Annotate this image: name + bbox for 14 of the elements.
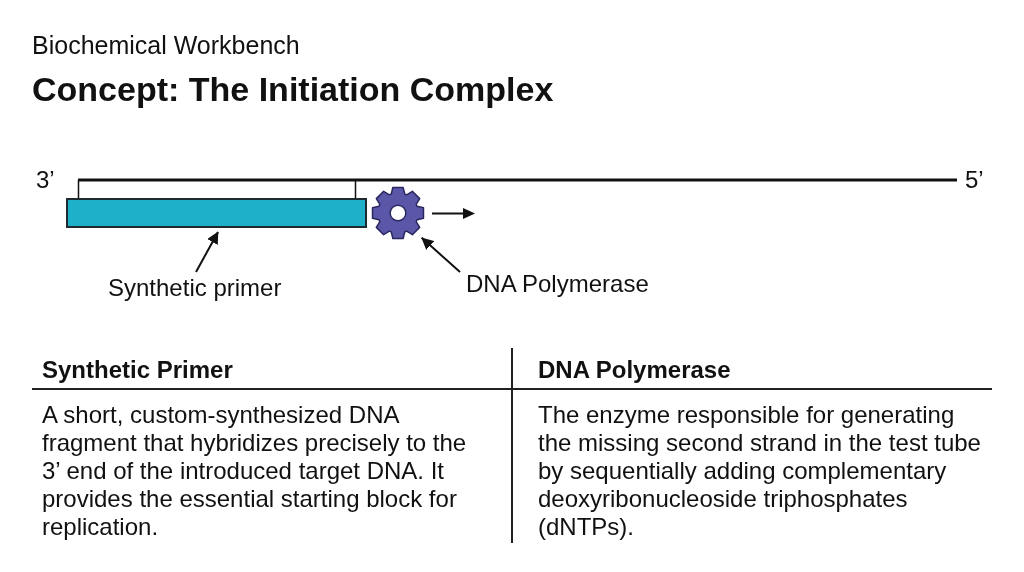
column-heading: DNA Polymerase bbox=[538, 356, 731, 384]
primer-bar bbox=[66, 198, 367, 228]
title: Concept: The Initiation Complex bbox=[32, 69, 554, 109]
description-text: A short, custom-synthesized DNA fragment that hybridizes precisely to the 3’ end of the introduced target DNA. It provides the essential starting block for replication. bbox=[42, 401, 468, 541]
leader-line bbox=[195, 231, 219, 273]
column-heading: Synthetic Primer bbox=[42, 356, 233, 384]
callout-label: Synthetic primer bbox=[108, 274, 282, 302]
strand-end-label: 3’ bbox=[36, 166, 55, 194]
leader-line bbox=[420, 236, 461, 273]
callout-label: DNA Polymerase bbox=[466, 270, 649, 298]
subtitle: Biochemical Workbench bbox=[32, 30, 300, 60]
description-text: The enzyme responsible for generating the missing second strand in the test tube by sequentially adding complementary deoxyribonucleoside triphosphates (dNTPs). bbox=[538, 401, 982, 541]
gear-icon bbox=[371, 186, 425, 240]
strand-end-label: 5’ bbox=[965, 166, 984, 194]
